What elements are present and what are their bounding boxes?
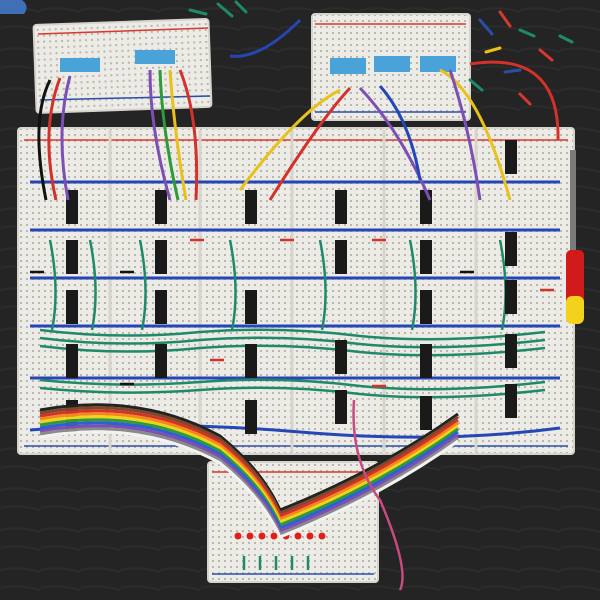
led	[246, 532, 254, 540]
short-jumpers	[30, 238, 554, 388]
dip-switch	[60, 58, 100, 72]
puzzle-piece	[0, 0, 27, 14]
ic-chip	[505, 232, 517, 266]
led	[294, 532, 302, 540]
ribbon-strand	[39, 403, 459, 512]
ic-chip	[245, 190, 257, 224]
ic-chip	[66, 344, 78, 378]
ic-chip	[420, 190, 432, 224]
ic-chip	[155, 190, 167, 224]
ribbon-strand	[39, 412, 459, 521]
led	[318, 532, 326, 540]
ic-chip	[505, 280, 517, 314]
ribbon-strand	[39, 424, 459, 533]
ic-chip	[505, 384, 517, 418]
ic-chip	[66, 290, 78, 324]
led	[234, 532, 242, 540]
ic-chip	[155, 344, 167, 378]
ribbon-strand	[39, 406, 459, 515]
ic-chip	[335, 390, 347, 424]
screwdriver	[566, 150, 584, 324]
ribbon-strand	[39, 421, 459, 530]
ic-chip	[420, 396, 432, 430]
ic-chip	[420, 240, 432, 274]
led	[258, 532, 266, 540]
ic-chip	[155, 290, 167, 324]
ic-chip	[66, 240, 78, 274]
ribbon-strand	[39, 430, 459, 539]
ic-chip	[505, 140, 517, 174]
ic-chip	[155, 240, 167, 274]
ic-chip	[335, 240, 347, 274]
ic-chip	[335, 190, 347, 224]
ribbon-strand	[39, 427, 459, 536]
dip-switch	[374, 56, 410, 72]
small-breadboard-top-left	[32, 17, 213, 114]
ic-chip	[245, 290, 257, 324]
led	[270, 532, 278, 540]
flying-wires	[37, 18, 560, 201]
ic-chips	[66, 140, 517, 434]
ic-chip	[420, 344, 432, 378]
ribbon-strand	[39, 418, 459, 527]
ic-chip	[335, 340, 347, 374]
ic-chip	[420, 290, 432, 324]
ribbon-strand	[39, 415, 459, 524]
loose-jumper-wires	[188, 0, 574, 106]
dip-switch	[420, 56, 456, 72]
ribbon-strand	[39, 409, 459, 518]
led	[306, 532, 314, 540]
ic-chip	[245, 344, 257, 378]
small-breadboard-top-right	[311, 13, 471, 121]
dip-switch	[330, 58, 366, 74]
ribbon-cable	[39, 403, 459, 539]
pink-wire	[352, 399, 404, 591]
dip-switch	[135, 50, 175, 64]
ic-chip	[505, 334, 517, 368]
ic-chip	[245, 400, 257, 434]
